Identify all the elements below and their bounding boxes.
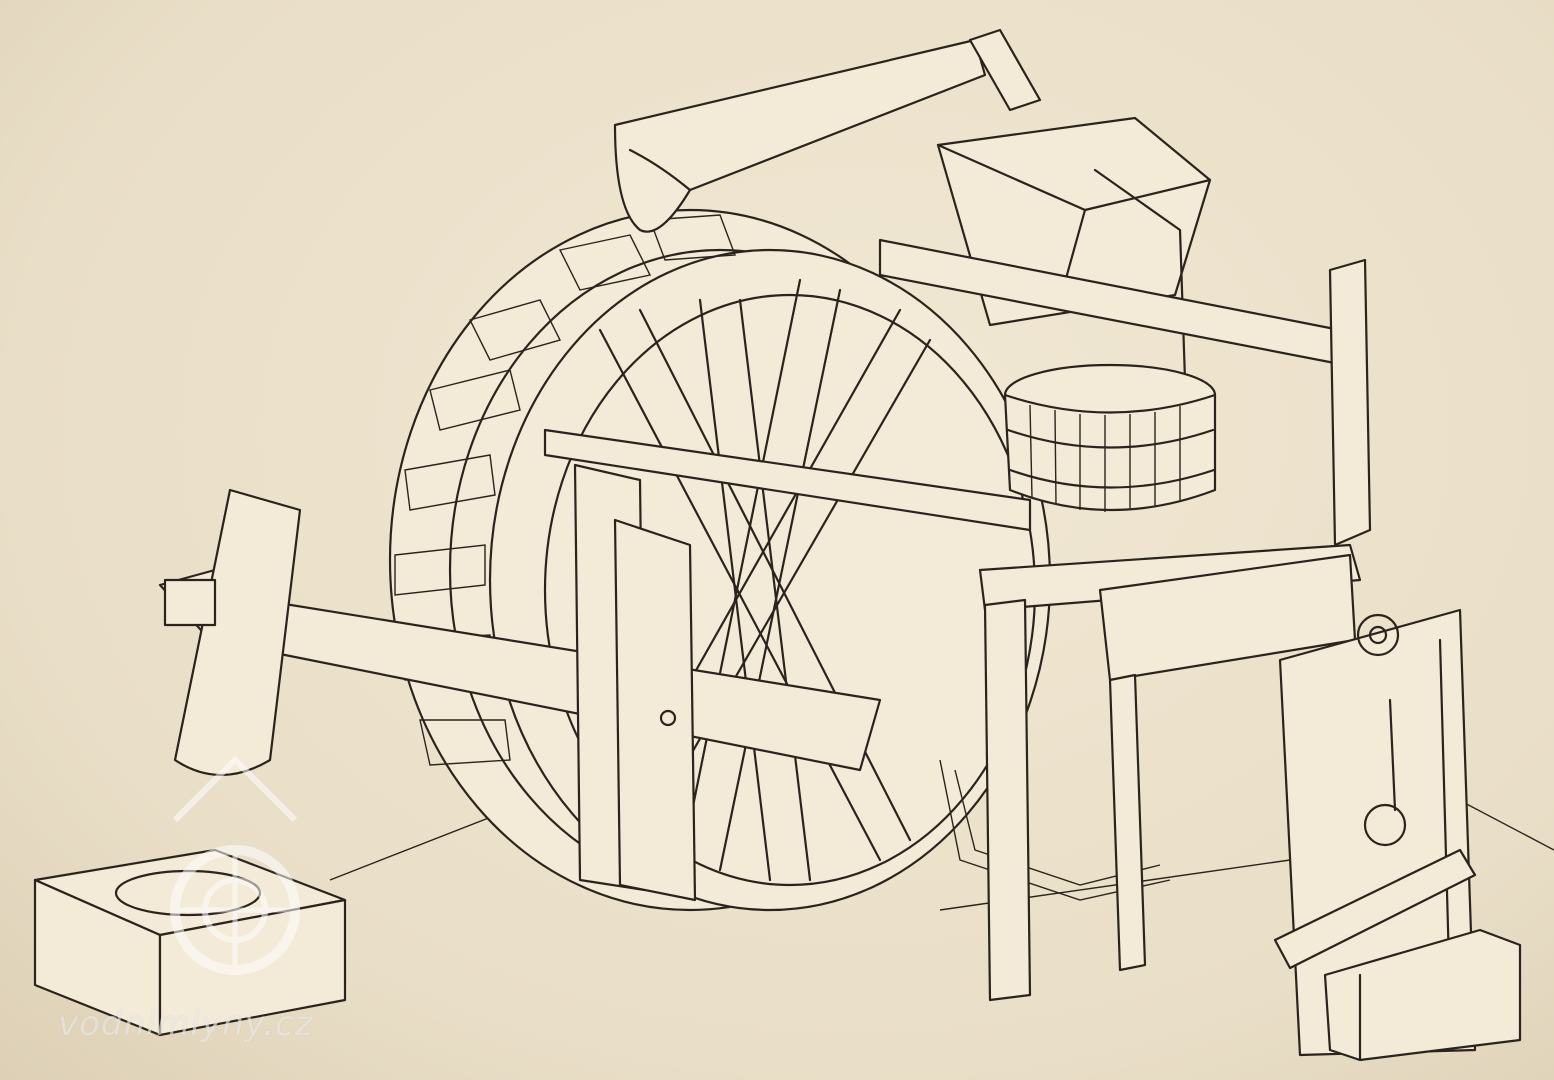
tilt-hammer <box>158 488 882 776</box>
wheel-front-rim <box>488 248 1052 912</box>
collection-boxes <box>1273 848 1522 1062</box>
millstone-vat <box>1003 363 1217 512</box>
watermark-text: vodnimlyny.cz <box>58 1004 314 1044</box>
grain-hopper <box>936 116 1212 382</box>
water-flume <box>613 28 1042 233</box>
front-posts <box>573 463 697 902</box>
watermark-logo <box>170 755 300 975</box>
mill-frame <box>543 238 1372 1002</box>
